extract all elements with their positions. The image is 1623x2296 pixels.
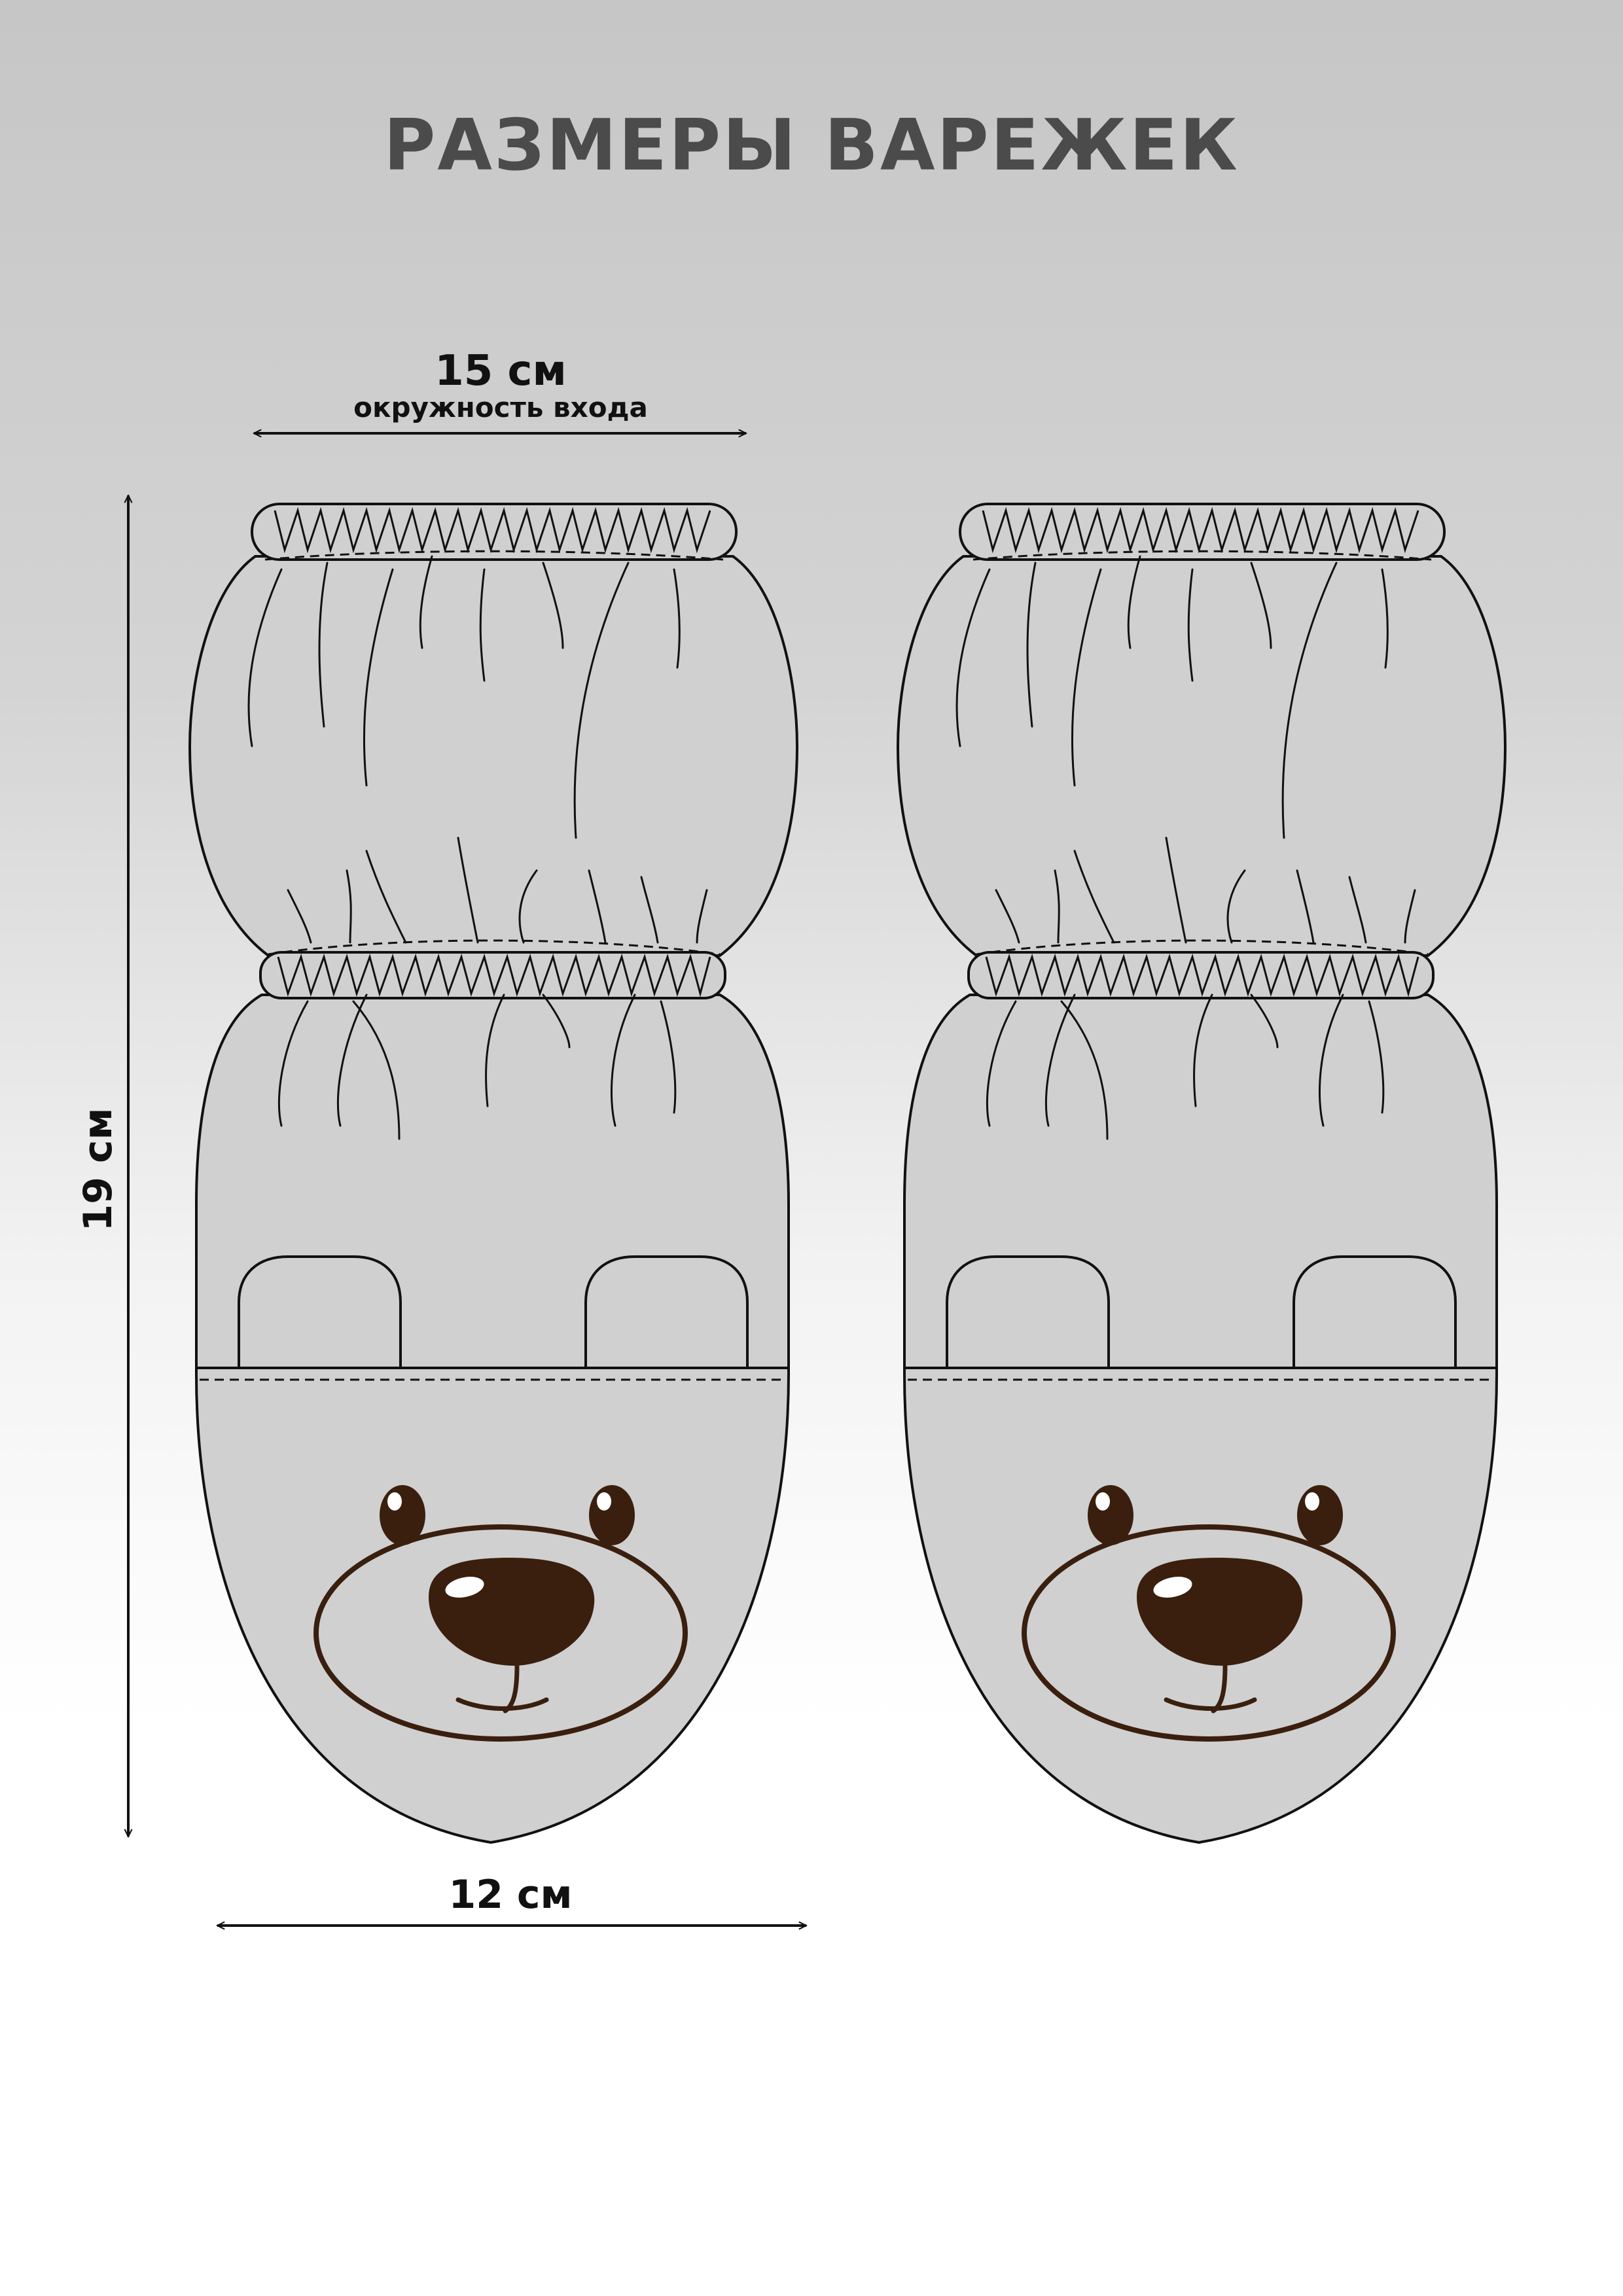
width-value: 12 см: [448, 1872, 573, 1918]
page-title: РАЗМЕРЫ ВАРЕЖЕК: [383, 105, 1240, 187]
entry-circumference-label: окружность входа: [353, 391, 648, 423]
entry-circumference-value: 15 см: [435, 347, 567, 395]
right-mitten: [898, 504, 1505, 1842]
left-mitten: [190, 504, 797, 1842]
